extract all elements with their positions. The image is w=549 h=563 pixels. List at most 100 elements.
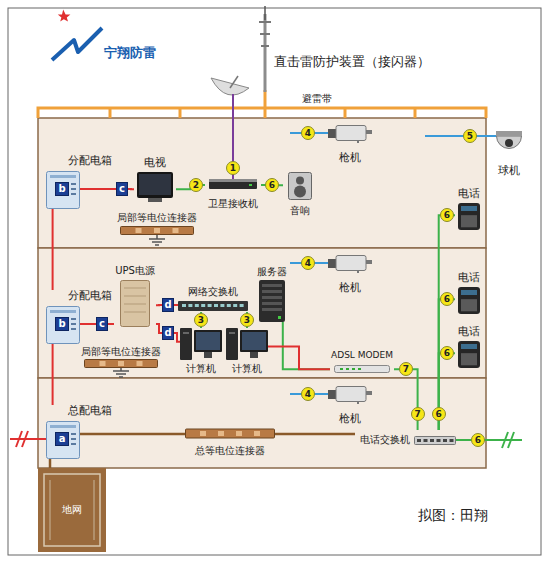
box-letter: b	[58, 318, 65, 330]
icon-part	[44, 474, 100, 546]
icon-part	[50, 175, 76, 178]
device-label: 电视	[144, 157, 166, 170]
part-label: 避雷带	[302, 93, 332, 105]
icon-part	[458, 203, 480, 230]
equipotential-wire	[275, 433, 355, 436]
speaker-icon	[288, 172, 312, 200]
icon-part	[124, 296, 146, 297]
spd-box: c	[116, 182, 128, 196]
icon-part	[137, 361, 143, 366]
telephone: 电话	[455, 272, 483, 314]
distribution-box: 总配电箱 a	[46, 405, 112, 459]
icon-part	[328, 259, 336, 268]
power-inlet	[22, 431, 28, 447]
main-equipotential-bar-icon	[185, 428, 275, 440]
icon-part	[262, 284, 282, 287]
dome-camera-icon	[496, 130, 522, 154]
satellite-dish	[230, 76, 238, 88]
frame	[8, 8, 541, 555]
lightning-rod	[259, 6, 271, 92]
callout-number: 6	[440, 346, 454, 360]
icon-part	[214, 304, 218, 307]
icon-part	[336, 387, 366, 402]
logo-mark	[52, 10, 102, 60]
speaker: 音响	[283, 172, 317, 216]
icon-part	[173, 228, 179, 233]
icon-part	[461, 290, 477, 295]
icon-part	[47, 422, 80, 459]
icon-part	[113, 370, 129, 372]
icon-part	[139, 174, 171, 195]
icon-part	[124, 304, 146, 305]
equipotential-bar-icon	[84, 359, 158, 378]
callout-number: 1	[226, 161, 240, 175]
icon-part	[289, 173, 312, 200]
icon-part	[100, 361, 106, 366]
lightning-strip	[109, 108, 112, 118]
satellite-receiver-icon	[209, 179, 257, 189]
device-label: 卫星接收机	[208, 198, 258, 210]
icon-part	[71, 183, 76, 185]
callout-number: 3	[194, 313, 208, 327]
icon-part	[366, 260, 372, 264]
device-label: 电话	[458, 326, 480, 339]
device-label: 总配电箱	[68, 405, 112, 418]
icon-part	[71, 443, 76, 445]
icon-part	[236, 431, 242, 436]
icon-part	[94, 480, 95, 540]
icon-part	[461, 206, 477, 211]
icon-part	[458, 341, 480, 368]
box-letter: b	[58, 183, 65, 195]
television-icon	[137, 172, 173, 203]
icon-part	[443, 439, 447, 442]
box-letter: c	[119, 183, 125, 195]
icon-part	[116, 373, 126, 375]
icon-part	[220, 304, 224, 307]
spd-box: a	[55, 432, 69, 446]
icon-part	[118, 361, 124, 366]
box-letter: a	[59, 433, 66, 445]
icon-part	[155, 244, 159, 246]
callout-number: 5	[463, 129, 477, 143]
author-note: 拟图：田翔	[418, 507, 488, 523]
icon-part	[208, 304, 212, 307]
icon-part	[366, 130, 372, 134]
device-label: 球机	[498, 165, 520, 178]
icon-part	[340, 368, 343, 370]
lightning-strip	[38, 108, 486, 118]
power-inlet	[10, 438, 46, 440]
wire-connector	[52, 344, 54, 405]
computer: 计算机	[180, 328, 222, 374]
callout-number: 4	[301, 126, 315, 140]
logo-mark	[52, 28, 102, 60]
telephone-icon	[458, 341, 480, 368]
icon-part	[154, 228, 160, 233]
icon-part	[188, 304, 192, 307]
icon-part	[121, 227, 194, 235]
icon-part	[124, 312, 146, 313]
icon-part	[415, 437, 456, 445]
icon-part	[328, 390, 336, 399]
spd-box: c	[96, 317, 108, 331]
device-label: 电话	[458, 272, 480, 285]
icon-part	[505, 139, 513, 147]
icon-part	[259, 280, 285, 322]
icon-part	[250, 352, 258, 358]
icon-part	[357, 141, 359, 143]
main-equipotential-bar: 总等电位连接器	[185, 428, 275, 456]
phone-exchange-icon	[414, 436, 456, 445]
power-inlet	[10, 431, 46, 447]
callout-number: 3	[240, 313, 254, 327]
icon-part	[346, 368, 349, 370]
icon-part	[85, 360, 158, 368]
wire-connector	[439, 215, 455, 430]
satellite-receiver: 卫星接收机	[205, 179, 261, 209]
box-letter: d	[164, 327, 171, 339]
icon-part	[357, 271, 359, 273]
device-label: UPS电源	[115, 265, 155, 277]
equipotential-wire	[50, 434, 355, 470]
icon-part	[71, 188, 76, 190]
telecom-inlet	[502, 432, 508, 448]
icon-part	[240, 330, 268, 352]
icon-part	[461, 215, 477, 227]
